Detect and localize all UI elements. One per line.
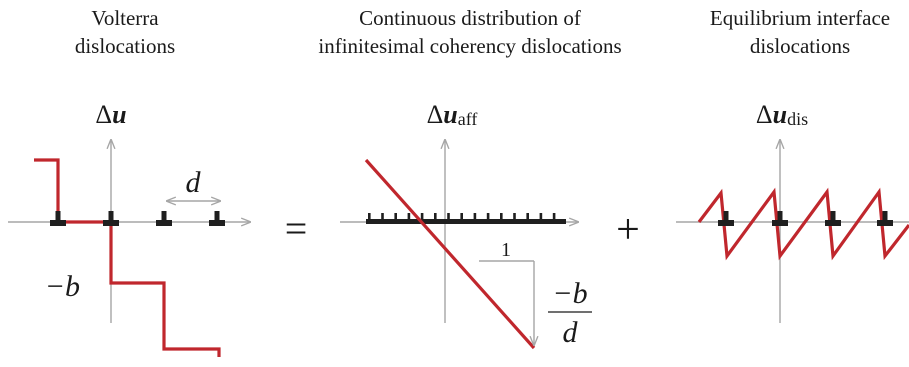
delta-u-dis-label: Δudis xyxy=(756,100,808,129)
dislocation-icon xyxy=(156,211,172,226)
heading-continuous-line2: infinitesimal coherency dislocations xyxy=(318,34,622,58)
dislocation-icon xyxy=(50,211,66,226)
heading-volterra: Volterra dislocations xyxy=(15,4,235,60)
dislocation-tick-icon xyxy=(420,213,424,220)
dislocation-tick-icon xyxy=(368,213,371,220)
panel-continuous: 1 −b d Δuaff xyxy=(340,100,592,350)
dislocation-tick-icon xyxy=(434,213,437,220)
dislocation-tick-icon xyxy=(552,213,556,220)
spacing-label: d xyxy=(186,166,202,199)
dislocation-tick-icon xyxy=(513,213,516,220)
heading-continuous-line1: Continuous distribution of xyxy=(359,6,581,30)
burgers-label: −b xyxy=(45,270,80,303)
dislocation-tick-icon xyxy=(407,213,411,220)
displacement-staircase xyxy=(34,158,221,357)
heading-equilibrium: Equilibrium interface dislocations xyxy=(695,4,905,60)
slope-denominator: d xyxy=(563,316,579,349)
heading-volterra-line2: dislocations xyxy=(74,34,176,58)
dislocation-tick-icon xyxy=(447,213,450,220)
dislocation-icon xyxy=(772,211,788,226)
heading-equilibrium-line2: dislocations xyxy=(749,34,851,58)
dislocation-tick-icon xyxy=(526,213,529,220)
panel-equilibrium: Δudis xyxy=(676,100,909,323)
dislocation-markers xyxy=(718,211,893,226)
dislocation-ticks xyxy=(368,213,556,220)
heading-continuous: Continuous distribution of infinitesimal… xyxy=(280,4,660,60)
dislocation-tick-icon xyxy=(381,213,384,220)
slope-run-label: 1 xyxy=(501,239,511,261)
dislocation-tick-icon xyxy=(394,213,397,220)
dislocation-tick-icon xyxy=(539,213,543,220)
panel-volterra: d −b Δu xyxy=(8,100,250,357)
equals-sign: = xyxy=(285,206,308,251)
delta-u-aff-label: Δuaff xyxy=(427,100,478,129)
dislocation-icon xyxy=(825,211,841,226)
infinitesimal-dislocations xyxy=(366,213,566,224)
slope-numerator: −b xyxy=(552,277,587,310)
dislocation-icon xyxy=(718,211,734,226)
heading-volterra-line1: Volterra xyxy=(91,6,159,30)
dislocation-icon xyxy=(209,211,225,226)
dislocation-tick-icon xyxy=(486,213,490,220)
dislocation-markers xyxy=(50,211,225,226)
dislocation-tick-icon xyxy=(500,213,503,220)
dislocation-icon xyxy=(877,211,893,226)
dislocation-tick-icon xyxy=(460,213,463,220)
affine-displacement-line xyxy=(364,158,536,350)
dislocation-icon xyxy=(103,211,119,226)
dislocation-tick-icon xyxy=(473,213,477,220)
delta-u-label: Δu xyxy=(95,100,126,129)
plus-sign: + xyxy=(616,207,640,253)
heading-equilibrium-line1: Equilibrium interface xyxy=(709,6,891,30)
